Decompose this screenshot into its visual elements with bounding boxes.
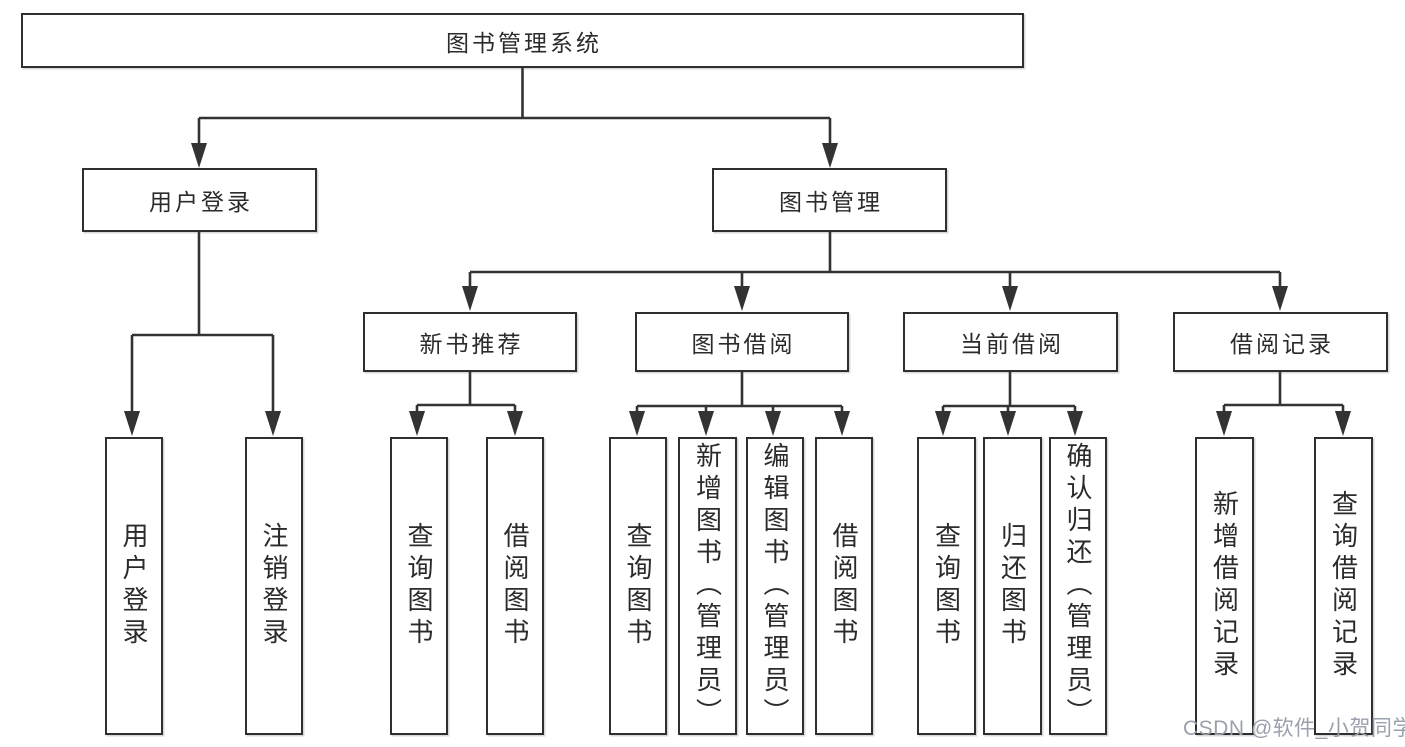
leaf-logout: 注销登录 [245,437,303,735]
leaf-borrow-books-1-label: 借阅图书 [500,522,530,650]
leaf-add-borrow-record-label: 新增借阅记录 [1209,490,1240,682]
leaf-add-books-admin: 新增图书（管理员） [678,437,737,735]
leaf-query-borrow-record: 查询借阅记录 [1314,437,1373,735]
node-book-borrowing: 图书借阅 [635,312,849,372]
leaf-user-login: 用户登录 [105,437,163,735]
leaf-query-books-2-label: 查询图书 [623,522,653,650]
node-book-borrowing-label: 图书借阅 [691,331,796,357]
leaf-add-books-admin-label: 新增图书（管理员） [692,442,723,730]
node-book-management-label: 图书管理 [779,189,883,215]
node-library-system-label: 图书管理系统 [446,29,602,56]
node-user-login-label: 用户登录 [149,189,253,215]
node-new-book-recommend-label: 新书推荐 [419,331,524,357]
leaf-query-books-3-label: 查询图书 [931,522,962,650]
csdn-watermark: CSDN @软件_小贺同学 [1183,717,1405,740]
leaf-edit-books-admin: 编辑图书（管理员） [746,437,804,735]
node-current-borrowing-label: 当前借阅 [960,331,1064,357]
node-new-book-recommend: 新书推荐 [363,312,577,372]
node-current-borrowing: 当前借阅 [903,312,1118,372]
node-book-management: 图书管理 [712,168,947,232]
leaf-query-books-3: 查询图书 [917,437,976,735]
leaf-confirm-return-admin: 确认归还（管理员） [1049,437,1107,735]
leaf-borrow-books-2-label: 借阅图书 [829,522,859,650]
leaf-add-borrow-record: 新增借阅记录 [1195,437,1254,735]
leaf-user-login-label: 用户登录 [119,522,149,650]
leaf-query-books-1: 查询图书 [390,437,448,735]
leaf-query-books-2: 查询图书 [609,437,667,735]
leaf-query-books-1-label: 查询图书 [404,522,434,650]
leaf-logout-label: 注销登录 [259,522,289,650]
node-borrowing-records: 借阅记录 [1173,312,1388,372]
arrowheads [124,143,1351,436]
node-user-login: 用户登录 [82,168,317,232]
leaf-borrow-books-2: 借阅图书 [815,437,873,735]
leaf-return-books: 归还图书 [983,437,1042,735]
leaf-confirm-return-admin-label: 确认归还（管理员） [1063,442,1093,730]
node-borrowing-records-label: 借阅记录 [1230,331,1334,357]
node-library-system: 图书管理系统 [21,13,1024,68]
leaf-query-borrow-record-label: 查询借阅记录 [1328,490,1359,682]
leaf-return-books-label: 归还图书 [997,522,1028,650]
leaf-borrow-books-1: 借阅图书 [486,437,544,735]
leaf-edit-books-admin-label: 编辑图书（管理员） [760,442,790,730]
